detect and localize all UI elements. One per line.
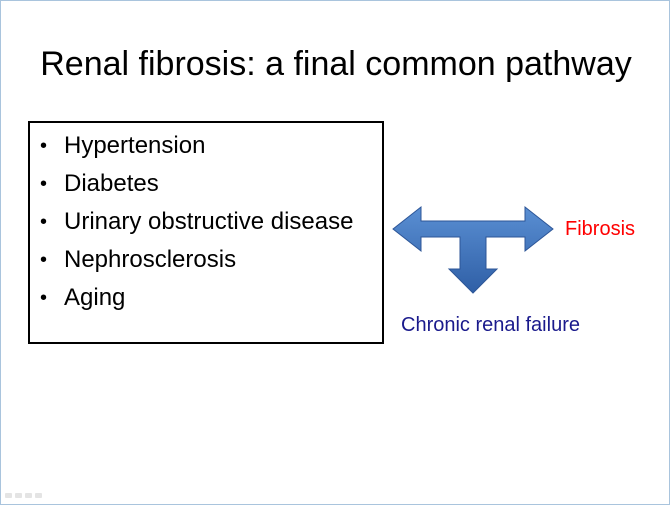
prev-slide-icon[interactable] xyxy=(5,493,12,498)
cause-label: Urinary obstructive disease xyxy=(64,208,354,235)
list-item: • Hypertension xyxy=(38,127,353,165)
list-item: • Nephrosclerosis xyxy=(38,241,353,279)
bullet-icon: • xyxy=(40,287,48,309)
list-item: • Urinary obstructive disease xyxy=(38,203,353,241)
causes-list: • Hypertension • Diabetes • Urinary obstruc… xyxy=(38,127,353,317)
slide-controls xyxy=(5,493,42,498)
list-item: • Aging xyxy=(38,279,353,317)
cause-label: Nephrosclerosis xyxy=(64,246,237,273)
next-slide-icon[interactable] xyxy=(35,493,42,498)
causes-box: • Hypertension • Diabetes • Urinary obstruc… xyxy=(28,121,384,344)
menu-icon[interactable] xyxy=(25,493,32,498)
list-item: • Diabetes xyxy=(38,165,353,203)
pen-icon[interactable] xyxy=(15,493,22,498)
chronic-renal-failure-label: Chronic renal failure xyxy=(401,314,580,336)
arrow-shape xyxy=(392,205,554,294)
slide-title: Renal fibrosis: a final common pathway xyxy=(40,45,632,83)
bullet-icon: • xyxy=(40,249,48,271)
bullet-icon: • xyxy=(40,211,48,233)
cause-label: Aging xyxy=(64,284,126,311)
t-arrow-icon xyxy=(392,205,554,294)
bullet-icon: • xyxy=(40,173,48,195)
cause-label: Hypertension xyxy=(64,132,206,159)
bullet-icon: • xyxy=(40,135,48,157)
fibrosis-label: Fibrosis xyxy=(565,218,636,240)
cause-label: Diabetes xyxy=(64,170,159,197)
